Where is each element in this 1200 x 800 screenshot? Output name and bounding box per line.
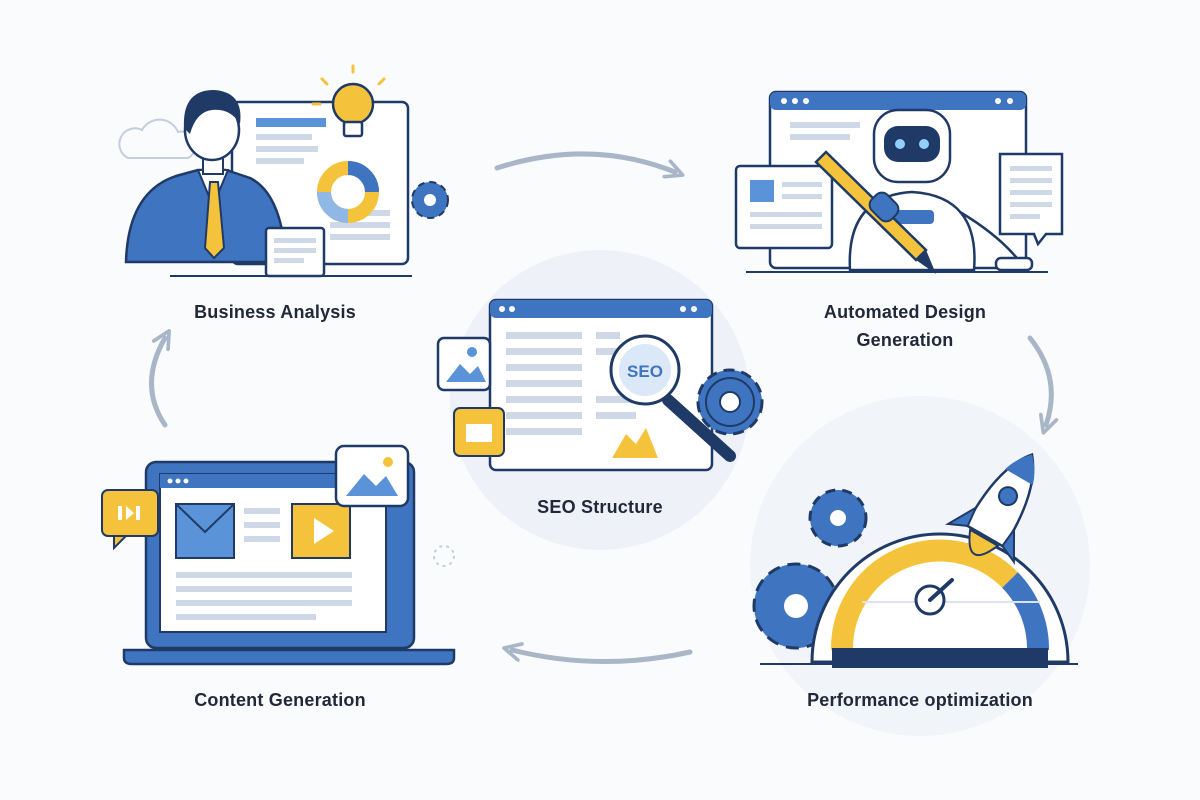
rocket-icon <box>944 452 1035 565</box>
seo-badge: SEO <box>627 362 663 381</box>
step-label-automated-design: Automated Design Generation <box>823 302 987 350</box>
magnifier-icon <box>609 334 736 462</box>
step-label-performance: Performance optimization <box>807 690 1033 710</box>
arrow-left <box>149 338 166 428</box>
step-label-content-generation: Content Generation <box>194 690 366 710</box>
image-card-icon <box>436 336 492 392</box>
image-bubble-icon <box>334 444 410 508</box>
performance-illustration <box>750 396 1090 736</box>
step-label-seo-structure: SEO Structure <box>537 497 663 517</box>
image-icon <box>750 180 774 202</box>
seo-structure-illustration: SEO <box>436 250 764 550</box>
left-document <box>734 164 834 250</box>
step-label-business-analysis: Business Analysis <box>194 302 356 322</box>
laptop-base <box>122 648 456 666</box>
video-play-icon <box>291 503 351 559</box>
donut-chart-icon <box>317 161 379 223</box>
arrow-bottom <box>512 650 693 664</box>
right-document <box>998 152 1064 247</box>
gear-icon <box>696 368 764 436</box>
cycle-arrows <box>149 151 1052 664</box>
lightbulb-icon <box>311 64 386 138</box>
automated-design-illustration <box>734 90 1064 274</box>
business-analysis-illustration <box>118 64 449 278</box>
gear-icon <box>411 181 449 219</box>
pencil-icon <box>814 150 936 274</box>
arrow-right <box>1027 335 1051 425</box>
chart-shape <box>612 428 658 458</box>
arrow-top <box>494 151 675 172</box>
content-generation-illustration <box>101 444 456 666</box>
